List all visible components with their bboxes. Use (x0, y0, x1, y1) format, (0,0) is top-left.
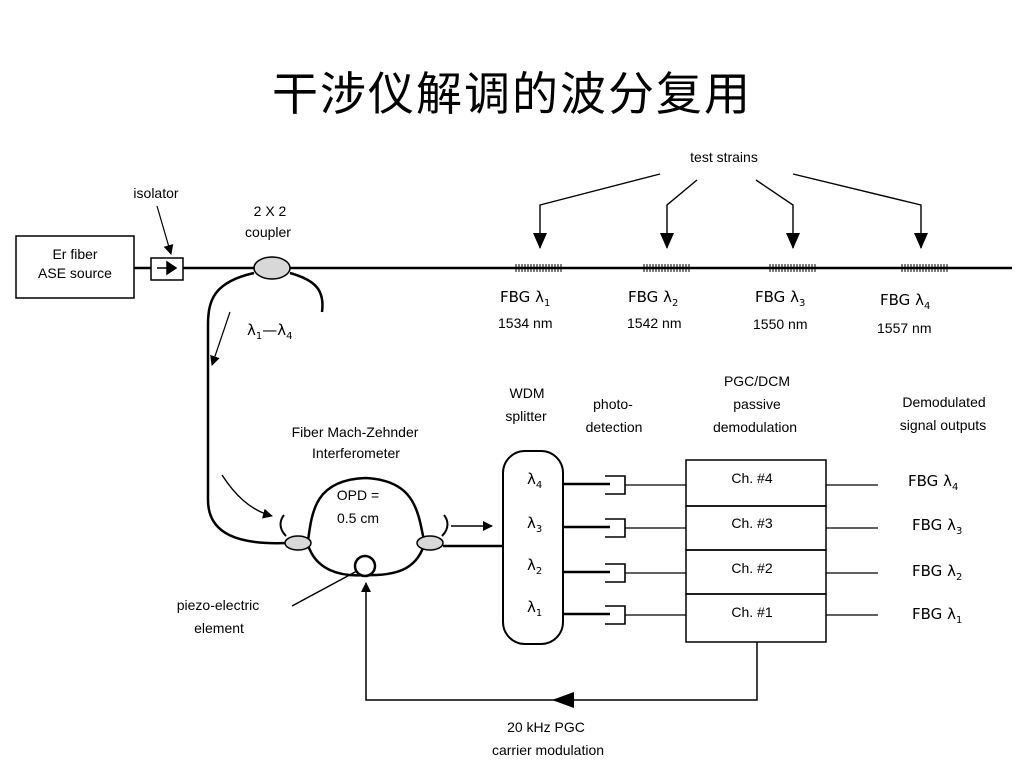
fbg-wavelength-4: 1557 nm (877, 320, 931, 336)
fbg-grating-1 (515, 264, 562, 272)
photo-label-2: detection (586, 419, 643, 435)
fbg-grating-3 (769, 264, 816, 272)
wdm-lambda-3: λ3 (527, 514, 542, 535)
interferometer-label-2: Interferometer (312, 445, 400, 461)
isolator-arrow-icon (157, 260, 178, 276)
piezo-coil (353, 554, 377, 578)
piezo-pointer (291, 570, 358, 607)
photo-label-1: photo- (593, 396, 633, 412)
pgc-label-1: PGC/DCM (724, 373, 790, 389)
opd-label-1: OPD = (337, 487, 379, 503)
input-arrow (221, 474, 273, 519)
coupler-label-1: 2 X 2 (254, 203, 287, 219)
piezo-label-2: element (194, 620, 244, 636)
fbg-wavelength-2: 1542 nm (627, 315, 681, 331)
outputs-header-1: Demodulated (902, 394, 985, 410)
strain-line-2 (660, 179, 698, 249)
coupler-branch-right (289, 271, 324, 313)
wdm-lambda-2: λ2 (527, 556, 542, 577)
fbg-label-2: FBG λ2 (628, 288, 678, 309)
strain-line-3 (755, 179, 800, 249)
output-label-2: FBG λ2 (912, 562, 962, 583)
strain-line-1 (533, 173, 661, 249)
interferometer-label-1: Fiber Mach-Zehnder (292, 424, 419, 440)
source-label-1: Er fiber (52, 246, 97, 262)
fbg-label-1: FBG λ1 (500, 288, 550, 309)
output-label-4: FBG λ4 (908, 472, 958, 493)
wdm-lambda-1: λ1 (527, 598, 542, 619)
mz-stub-right (441, 514, 449, 537)
mz-coupler-left (284, 535, 312, 551)
range-arrow (210, 311, 231, 366)
output-label-3: FBG λ3 (912, 516, 962, 537)
fbg-wavelength-3: 1550 nm (753, 316, 807, 332)
fbg-wavelength-1: 1534 nm (498, 315, 552, 331)
output-label-1: FBG λ1 (912, 605, 962, 626)
outputs-header-2: signal outputs (900, 417, 986, 433)
test-strains-label: test strains (690, 149, 758, 165)
wdm-lambda-4: λ4 (527, 470, 542, 491)
coupler-label-2: coupler (245, 224, 291, 240)
fbg-label-3: FBG λ3 (755, 288, 805, 309)
channel-label-2: Ch. #2 (731, 560, 772, 576)
range-label: λ1—λ4 (247, 321, 293, 342)
mz-arm-upper (306, 476, 426, 542)
opd-label-2: 0.5 cm (337, 510, 379, 526)
source-label-2: ASE source (38, 265, 112, 281)
pgc-label-2: passive (733, 396, 781, 412)
slide-title: 干涉仪解调的波分复用 (272, 67, 752, 121)
mz-stub-left (279, 514, 287, 537)
channel-box-1 (685, 593, 827, 643)
wdm-label-1: WDM (510, 385, 545, 401)
isolator-pointer (156, 205, 174, 255)
wdm-splitter-box (502, 450, 564, 645)
fbg-grating-2 (643, 264, 690, 272)
piezo-label-1: piezo-electric (177, 597, 259, 613)
carrier-arrow-icon (552, 692, 574, 708)
fbg-label-4: FBG λ4 (880, 291, 930, 312)
wdm-label-2: splitter (505, 408, 547, 424)
pgc-label-3: demodulation (713, 419, 797, 435)
return-fiber (206, 271, 289, 545)
channel-label-3: Ch. #3 (731, 515, 772, 531)
coupler-icon (253, 256, 291, 280)
channel-label-4: Ch. #4 (731, 470, 772, 486)
mz-coupler-right (416, 535, 444, 551)
isolator-label: isolator (133, 185, 178, 201)
carrier-label-1: 20 kHz PGC (507, 719, 585, 735)
channel-label-1: Ch. #1 (731, 604, 772, 620)
carrier-label-2: carrier modulation (492, 742, 604, 758)
strain-line-4 (792, 173, 928, 249)
fbg-grating-4 (901, 264, 948, 272)
